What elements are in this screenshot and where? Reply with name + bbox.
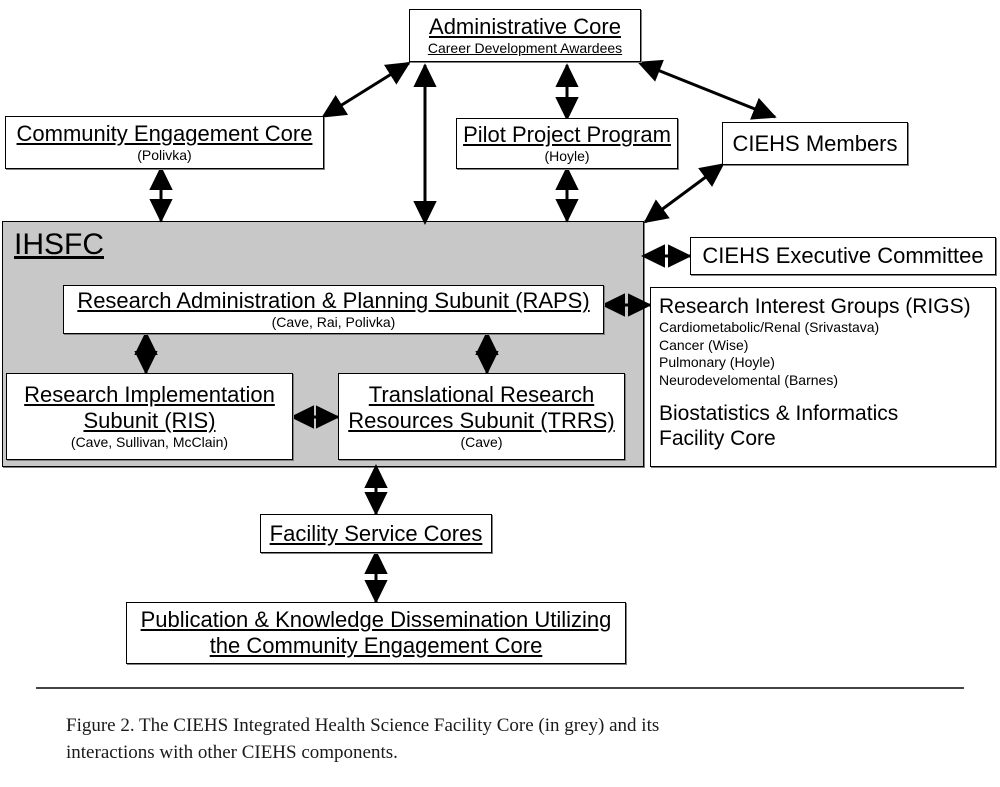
arrow-community-to-admin: [321, 61, 411, 118]
rigs-item-3: Neurodevelomental (Barnes): [659, 371, 838, 388]
trrs-title-line2: Resources Subunit (TRRS): [348, 408, 615, 433]
pilot-project-program-subtitle: (Hoyle): [544, 148, 590, 164]
rigs-spacer: [659, 389, 995, 401]
raps-title: Research Administration & Planning Subun…: [77, 288, 590, 313]
ciehs-members-box[interactable]: CIEHS Members: [722, 122, 908, 165]
publication-dissemination-box[interactable]: Publication & Knowledge Dissemination Ut…: [126, 602, 626, 664]
trrs-title-line1: Translational Research: [368, 382, 595, 407]
community-engagement-core-box[interactable]: Community Engagement Core (Polivka): [5, 116, 324, 169]
caption-divider: [36, 687, 964, 689]
administrative-core-title: Administrative Core: [429, 14, 621, 39]
administrative-core-box[interactable]: Administrative Core Career Development A…: [409, 9, 641, 62]
pilot-project-program-title: Pilot Project Program: [463, 122, 671, 147]
research-interest-groups-box[interactable]: Research Interest Groups (RIGS) Cardiome…: [650, 287, 996, 467]
ris-subtitle: (Cave, Sullivan, McClain): [70, 434, 229, 450]
rigs-item-0: Cardiometabolic/Renal (Srivastava): [659, 319, 880, 335]
biostatistics-informatics-line2: Facility Core: [659, 427, 776, 450]
raps-box[interactable]: Research Administration & Planning Subun…: [63, 285, 604, 334]
trrs-subtitle: (Cave): [460, 434, 503, 450]
figure-caption: Figure 2. The CIEHS Integrated Health Sc…: [66, 712, 866, 766]
community-engagement-core-subtitle: (Polivka): [137, 147, 192, 163]
publication-title-line2: the Community Engagement Core: [209, 633, 543, 658]
figure-caption-line2: interactions with other CIEHS components…: [66, 742, 398, 763]
ihsfc-label: IHSFC: [14, 228, 104, 261]
ris-title-line1: Research Implementation: [24, 382, 275, 407]
community-engagement-core-title: Community Engagement Core: [16, 121, 313, 146]
biostatistics-informatics-line1: Biostatistics & Informatics: [659, 402, 899, 425]
ciehs-executive-committee-title: CIEHS Executive Committee: [702, 243, 984, 268]
rigs-item-1: Cancer (Wise): [659, 336, 749, 353]
ciehs-members-title: CIEHS Members: [732, 130, 898, 156]
arrow-members-to-ihsfc: [643, 163, 725, 224]
rigs-title: Research Interest Groups (RIGS): [659, 295, 971, 318]
ris-box[interactable]: Research Implementation Subunit (RIS) (C…: [6, 373, 293, 460]
figure-caption-line1: Figure 2. The CIEHS Integrated Health Sc…: [66, 715, 660, 736]
ciehs-executive-committee-box[interactable]: CIEHS Executive Committee: [690, 237, 996, 275]
facility-service-cores-box[interactable]: Facility Service Cores: [260, 514, 492, 553]
administrative-core-subtitle: Career Development Awardees: [427, 40, 623, 56]
pilot-project-program-box[interactable]: Pilot Project Program (Hoyle): [456, 118, 678, 169]
raps-subtitle: (Cave, Rai, Polivka): [271, 314, 396, 330]
facility-service-cores-title: Facility Service Cores: [269, 520, 483, 546]
arrow-admin-to-members: [637, 59, 777, 120]
rigs-item-2: Pulmonary (Hoyle): [659, 354, 775, 370]
trrs-box[interactable]: Translational Research Resources Subunit…: [338, 373, 625, 460]
ris-title-line2: Subunit (RIS): [83, 408, 216, 433]
publication-title-line1: Publication & Knowledge Dissemination Ut…: [140, 607, 612, 632]
